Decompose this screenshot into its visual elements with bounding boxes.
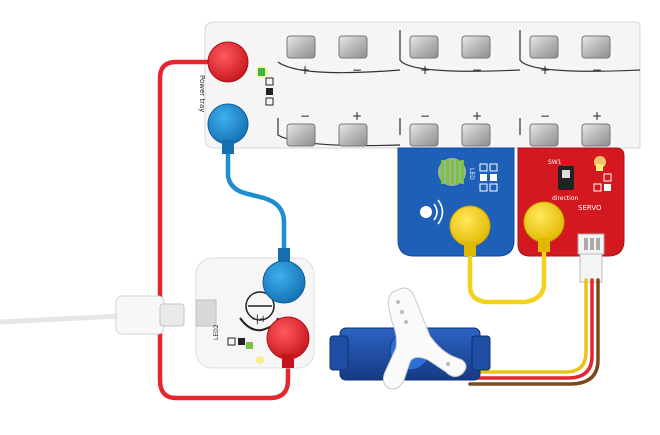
sensor-led-label: LED (468, 168, 475, 180)
power-tray-label: Power tray (198, 75, 206, 112)
svg-text:-|+: -|+ (252, 314, 267, 325)
minus-mark: − (420, 109, 430, 123)
servo-horn (382, 287, 467, 390)
plus-mark: + (352, 109, 362, 123)
servo-header (577, 233, 605, 283)
led-module-label: LED2 (213, 324, 220, 340)
usb-cable (0, 313, 121, 325)
tray-pad-row-bottom (286, 123, 611, 147)
usb-plug (115, 295, 185, 335)
direction-switch (558, 166, 574, 190)
direction-label: direction (552, 195, 578, 202)
red-connector-bottom (266, 316, 310, 368)
plus-mark: + (300, 63, 310, 77)
minus-mark: − (540, 109, 550, 123)
red-connector-top (207, 41, 249, 83)
minus-mark: − (592, 63, 602, 77)
minus-mark: − (352, 63, 362, 77)
minus-mark: − (472, 63, 482, 77)
plus-mark: + (540, 63, 550, 77)
plus-mark: + (420, 63, 430, 77)
led-bar-icon (438, 158, 466, 186)
tray-pad-row-top (286, 35, 611, 59)
yellow-connector-right (523, 201, 565, 252)
blue-connector-top (207, 103, 249, 154)
led-indicator-icon (593, 156, 612, 192)
servo-cable (468, 278, 600, 386)
switch-label: SW1 (548, 159, 562, 166)
blue-wire (225, 147, 287, 263)
yellow-wire (467, 245, 547, 305)
blue-connector-bottom (262, 248, 306, 304)
red-wire (157, 59, 291, 401)
yellow-connector-left (449, 205, 491, 256)
sound-wave-icon (420, 199, 444, 225)
plus-mark: + (472, 109, 482, 123)
servo-label: SERVO (578, 204, 602, 212)
minus-mark: − (300, 109, 310, 123)
plus-mark: + (592, 109, 602, 123)
led-indicator-icon (256, 66, 274, 106)
power-tray-board: + − + − + − − + − + − + Power tray (198, 21, 641, 149)
